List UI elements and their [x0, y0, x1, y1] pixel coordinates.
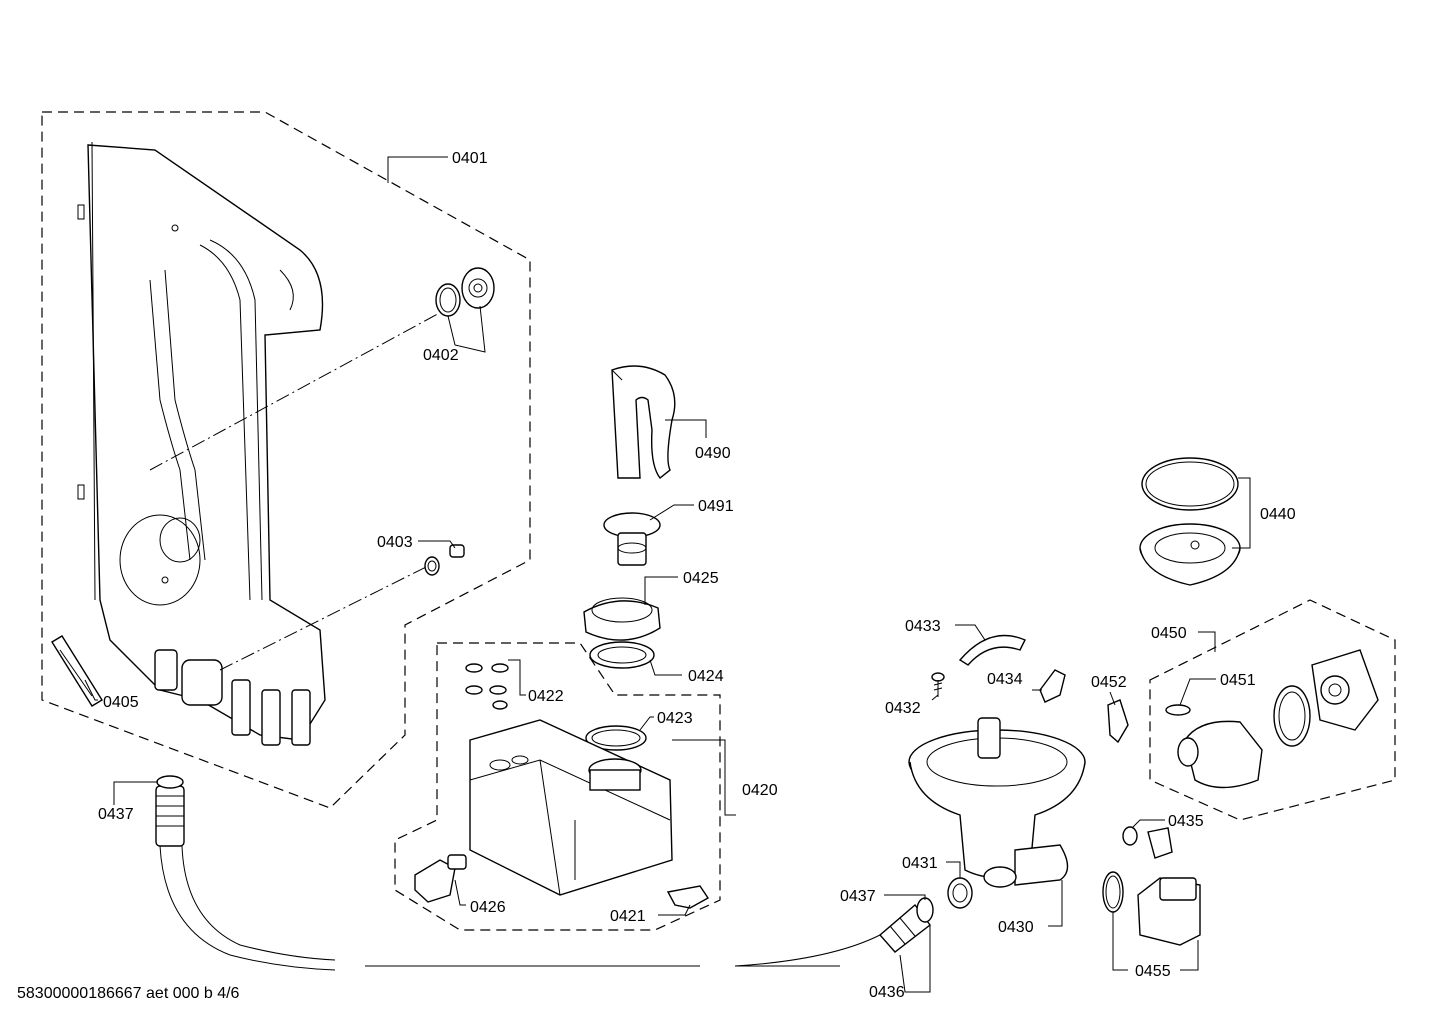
leader-0420 [672, 739, 736, 816]
part-label-0420: 0420 [742, 782, 778, 799]
leader-0405 [84, 679, 98, 701]
part-label-0426: 0426 [470, 899, 506, 916]
sensor-0435 [1122, 826, 1173, 859]
part-0452 [1107, 699, 1129, 744]
drain-pump-0455 [1137, 877, 1201, 946]
leader-0423 [639, 716, 654, 731]
part-label-0432: 0432 [885, 700, 921, 717]
part-label-0451: 0451 [1220, 672, 1256, 689]
part-label-0430: 0430 [998, 919, 1034, 936]
seal-ring-0402 [435, 283, 461, 317]
leader-0401 [387, 156, 448, 183]
axis-line-0402 [149, 309, 446, 471]
leader-0436 [899, 925, 931, 993]
part-label-0455: 0455 [1135, 963, 1171, 980]
leader-0421 [658, 904, 691, 916]
part-label-0437-right: 0437 [840, 888, 876, 905]
leader-0431 [946, 861, 961, 878]
water-distribution-panel [77, 141, 326, 746]
ring-0424 [589, 641, 655, 669]
leader-0424 [649, 659, 682, 676]
seal-0423 [585, 725, 647, 751]
softener-unit-0420 [469, 719, 673, 896]
sump-housing-0430 [908, 717, 1086, 888]
leader-0403 [418, 540, 456, 549]
leader-0455b [1180, 940, 1199, 971]
part-0434 [1039, 669, 1066, 703]
part-label-0431: 0431 [902, 855, 938, 872]
leader-0455 [1112, 912, 1128, 971]
leader-0437a [113, 781, 158, 805]
leader-0435 [1131, 819, 1165, 829]
part-label-0440: 0440 [1260, 506, 1296, 523]
part-label-0434: 0434 [987, 671, 1023, 688]
group-outline-0450 [1149, 599, 1396, 821]
leader-0425 [644, 576, 678, 605]
group-outline-0401 [41, 111, 531, 809]
seal-ring-0440 [1141, 457, 1239, 511]
clamp-0451 [1165, 704, 1191, 716]
part-label-0422: 0422 [528, 688, 564, 705]
leader-0451 [1179, 678, 1216, 706]
leader-0402 [447, 305, 486, 353]
part-label-0423: 0423 [657, 710, 693, 727]
leader-0440 [1232, 477, 1251, 549]
screw-0432 [931, 672, 945, 697]
clip-0421 [666, 885, 710, 909]
cap-0402 [461, 267, 495, 309]
axis-line-0403 [219, 564, 431, 671]
seals-0422 [465, 663, 509, 710]
heater-0440 [1139, 523, 1241, 586]
leader-0430 [1048, 880, 1063, 927]
leader-0450 [1198, 631, 1216, 652]
part-label-0433: 0433 [905, 618, 941, 635]
part-label-0421: 0421 [610, 908, 646, 925]
leader-0437b [884, 894, 926, 900]
part-label-0490: 0490 [695, 445, 731, 462]
part-label-0436: 0436 [869, 984, 905, 1001]
drawing-code: 58300000186667 aet 000 b 4/6 [17, 985, 240, 1002]
part-label-0452: 0452 [1091, 674, 1127, 691]
part-label-0424: 0424 [688, 668, 724, 685]
drain-hose-right [879, 897, 934, 953]
part-0433 [958, 634, 1026, 666]
part-label-0402: 0402 [423, 347, 459, 364]
clip-0405 [51, 635, 103, 707]
fitting-0403 [424, 544, 465, 576]
part-label-0425: 0425 [683, 570, 719, 587]
fitting-0431 [947, 877, 973, 909]
pump-0450 [1177, 649, 1379, 789]
group-outline-0420 [394, 642, 721, 931]
funnel-part-0491 [603, 512, 661, 566]
part-label-0401: 0401 [452, 150, 488, 167]
leader-0432 [931, 694, 939, 701]
part-label-0491: 0491 [698, 498, 734, 515]
leader-0490 [665, 419, 707, 438]
part-label-0403: 0403 [377, 534, 413, 551]
part-label-0450: 0450 [1151, 625, 1187, 642]
leader-0452 [1109, 691, 1116, 706]
valve-0426 [414, 854, 467, 903]
funnel-0490 [611, 365, 676, 479]
part-label-0435: 0435 [1168, 813, 1204, 830]
leader-0433 [955, 624, 986, 641]
leader-0491 [649, 504, 694, 521]
part-label-0437-left: 0437 [98, 806, 134, 823]
cap-0425 [583, 597, 661, 641]
seal-0455 [1102, 871, 1124, 913]
part-label-0405: 0405 [103, 694, 139, 711]
leader-0426 [454, 879, 466, 906]
leader-0422 [508, 659, 526, 696]
